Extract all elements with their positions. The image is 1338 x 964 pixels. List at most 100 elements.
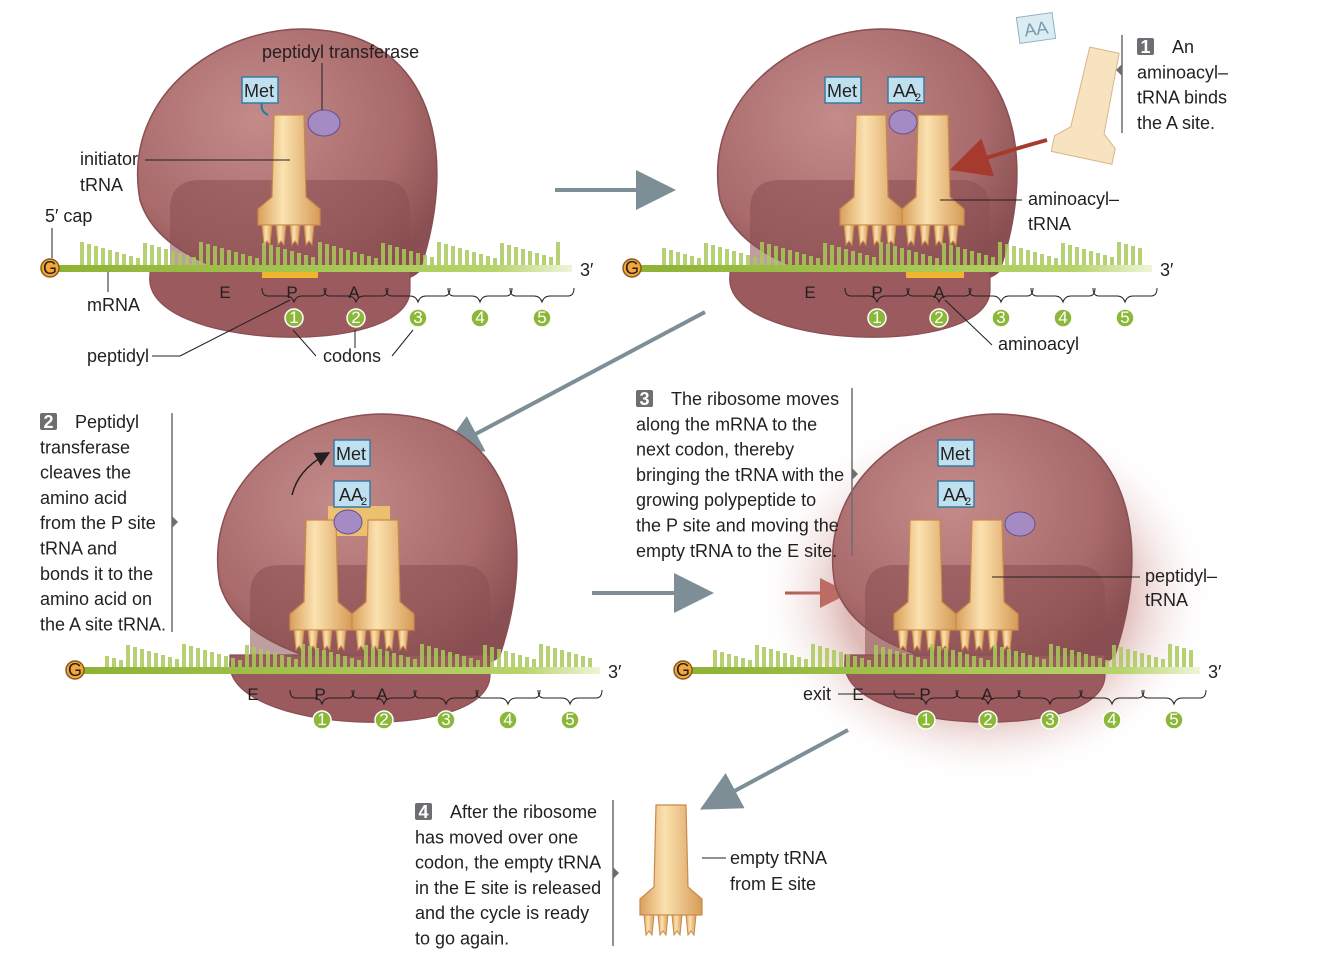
mrna-base — [795, 252, 799, 268]
empty-trna-label-line1: empty tRNA — [730, 848, 827, 868]
mrna-base — [916, 657, 920, 670]
mrna-base — [865, 255, 869, 268]
mrna-base — [1091, 656, 1095, 670]
mrna-base — [1098, 658, 1102, 670]
step-2-number: 2 — [43, 412, 53, 432]
mrna-base — [140, 649, 144, 670]
mrna-base — [423, 255, 427, 268]
step-1-line-3: tRNA binds — [1137, 88, 1227, 108]
mrna-base — [199, 242, 203, 268]
mrna-base — [1084, 654, 1088, 670]
mrna-base — [886, 244, 890, 268]
codon-number-circle — [436, 710, 456, 730]
anticodon-tooth — [303, 224, 315, 247]
mrna-base — [479, 254, 483, 268]
mrna-base — [893, 246, 897, 268]
mrna-base — [951, 650, 955, 670]
mrna-base — [720, 652, 724, 670]
step-1-number-badge — [1137, 38, 1154, 55]
mrna-base — [998, 242, 1002, 268]
mrna-base — [175, 659, 179, 670]
mrna-base — [970, 251, 974, 268]
codon-number-circle — [312, 710, 332, 730]
step-2-line-2: transferase — [40, 437, 130, 457]
mrna-base — [490, 647, 494, 670]
aa2-tag-panel-3-text: AA — [339, 485, 363, 505]
p-site-highlight — [262, 268, 318, 278]
codon-brace — [261, 287, 327, 304]
mrna-base — [357, 660, 361, 670]
mrna-base — [825, 648, 829, 670]
mrna-base — [1049, 644, 1053, 670]
step-4-line-1: After the ribosome — [450, 802, 597, 822]
mrna-base — [280, 655, 284, 670]
codon-number: 5 — [1120, 308, 1129, 327]
mrna-base — [867, 660, 871, 670]
codon-number: 4 — [475, 308, 484, 327]
mrna-base — [1014, 651, 1018, 670]
aa2-tag-panel-3: AA2 — [333, 480, 371, 508]
mrna-base — [1103, 255, 1107, 268]
mrna-base — [853, 656, 857, 670]
arrow-panel-4-to-5 — [699, 728, 849, 810]
three-prime-label: 3′ — [580, 260, 594, 280]
mrna-base — [161, 655, 165, 670]
mrna-base — [521, 249, 525, 268]
mrna-base — [1140, 653, 1144, 670]
mrna-base — [465, 250, 469, 268]
cap-letter: G — [43, 258, 57, 278]
mrna-base — [287, 657, 291, 670]
step-2-line-8: amino acid on — [40, 589, 152, 609]
aa2-tag-panel-4-box — [937, 480, 975, 508]
site-e: E — [247, 685, 258, 704]
cap-circle — [40, 258, 60, 278]
mrna-base — [315, 648, 319, 670]
mrna-base — [311, 257, 315, 268]
mrna-base — [567, 652, 571, 670]
step-2-line-9: the A site tRNA. — [40, 614, 166, 634]
aa2-tag-incoming-text: AA — [1023, 17, 1050, 40]
codon-brace — [537, 689, 603, 706]
mrna-base — [783, 653, 787, 670]
step-1-line-1: An — [1172, 37, 1194, 57]
mrna-base — [248, 256, 252, 268]
mrna-base — [343, 656, 347, 670]
met-transfer-arrow — [291, 452, 331, 496]
mrna-base — [350, 658, 354, 670]
mrna-base — [220, 248, 224, 268]
codon-number-circle — [284, 308, 304, 328]
mrna-base — [560, 650, 564, 670]
mrna-base — [535, 253, 539, 268]
mrna-base — [259, 649, 263, 670]
anticodon-tooth — [947, 224, 959, 247]
aa2-tag-panel-4: AA2 — [937, 480, 975, 508]
aa2-tag-incoming-box — [1015, 12, 1057, 44]
mrna-base — [823, 243, 827, 268]
step-2-number-badge — [40, 413, 57, 430]
mrna-base — [769, 649, 773, 670]
anticodon-tooth — [905, 224, 917, 247]
codon-number-circle — [532, 308, 552, 328]
codon-brace — [351, 689, 417, 706]
aa2-tag-panel-4-subscript: 2 — [965, 496, 971, 508]
mrna-base — [1182, 648, 1186, 670]
mrna-base — [238, 660, 242, 670]
met-tag-panel-1: Met — [241, 76, 279, 104]
anticodon-tooth — [871, 224, 883, 247]
mrna-base — [739, 253, 743, 268]
mrna-base — [816, 258, 820, 268]
mrna-base — [1012, 246, 1016, 268]
mrna-base — [413, 659, 417, 670]
mrna-base — [133, 647, 137, 670]
codon-number: 4 — [1107, 710, 1116, 729]
step-4-line-3: codon, the empty tRNA — [415, 853, 601, 873]
mrna-base — [290, 251, 294, 268]
mrna-base — [1082, 249, 1086, 268]
mrna-base — [318, 242, 322, 268]
mrna-base — [879, 242, 883, 268]
mrna-base — [1131, 246, 1135, 268]
mrna-base — [935, 258, 939, 268]
mrna-base — [1007, 649, 1011, 670]
